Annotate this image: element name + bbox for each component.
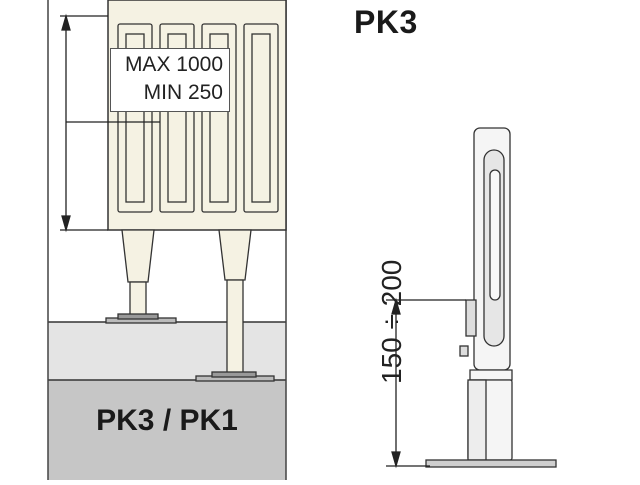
- left-leg: [105, 229, 177, 324]
- side-view-leg: [425, 369, 557, 468]
- min-height-label: MIN 250: [143, 81, 223, 104]
- right-leg: [195, 229, 275, 382]
- radiator-fin-inner: [251, 33, 271, 203]
- mount-height-label: 150 ÷ 200: [376, 259, 407, 384]
- height-range-label: MAX 1000 MIN 250: [110, 48, 230, 112]
- max-height-label: MAX 1000: [124, 53, 223, 76]
- floor-upper-layer: [48, 322, 286, 380]
- model-label: PK3 / PK1: [96, 404, 238, 437]
- radiator-side-view: [459, 127, 511, 371]
- mount-height-dimension: [386, 297, 466, 469]
- height-dimension-arrow: [60, 13, 160, 233]
- floor-lower-layer: [48, 380, 286, 480]
- page-title: PK3: [354, 4, 418, 40]
